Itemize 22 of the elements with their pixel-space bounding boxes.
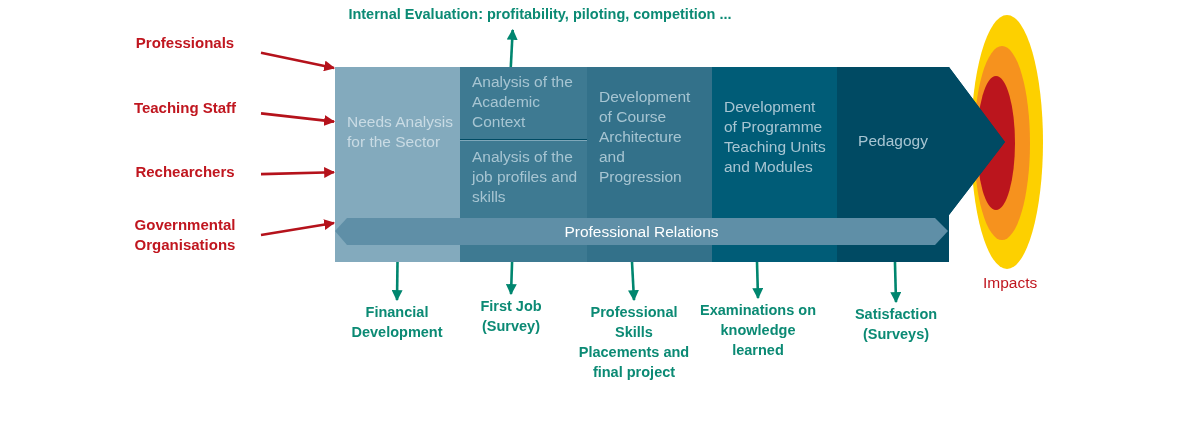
arrow bbox=[752, 261, 764, 300]
stakeholder-label: Governmental Organisations bbox=[115, 215, 255, 255]
process-step-box: Analysis of the Academic Context bbox=[460, 67, 587, 139]
arrow bbox=[628, 261, 639, 302]
arrow bbox=[505, 261, 517, 296]
arrow bbox=[890, 261, 902, 304]
arrow bbox=[260, 51, 336, 72]
stakeholder-label: Teaching Staff bbox=[115, 98, 255, 120]
stakeholder-label: Rechearchers bbox=[115, 162, 255, 184]
outcome-label: Professional Skills Placements and final project bbox=[574, 302, 694, 406]
outcome-label: Examinations on knowledge learned bbox=[694, 300, 822, 364]
caption-text: Impacts bbox=[983, 274, 1038, 292]
outcome-label: Internal Evaluation: profitability, piloting, competition ... bbox=[330, 4, 750, 26]
target-drawing bbox=[970, 15, 1044, 271]
arrow bbox=[506, 28, 518, 68]
arrow bbox=[260, 112, 336, 126]
outcome-label: Satisfaction (Surveys) bbox=[836, 304, 956, 348]
arrow bbox=[391, 262, 403, 302]
arrow bbox=[260, 167, 336, 178]
chevron-shape bbox=[335, 67, 1005, 262]
stakeholder-label: Professionals bbox=[115, 33, 255, 55]
arrow bbox=[260, 219, 336, 237]
